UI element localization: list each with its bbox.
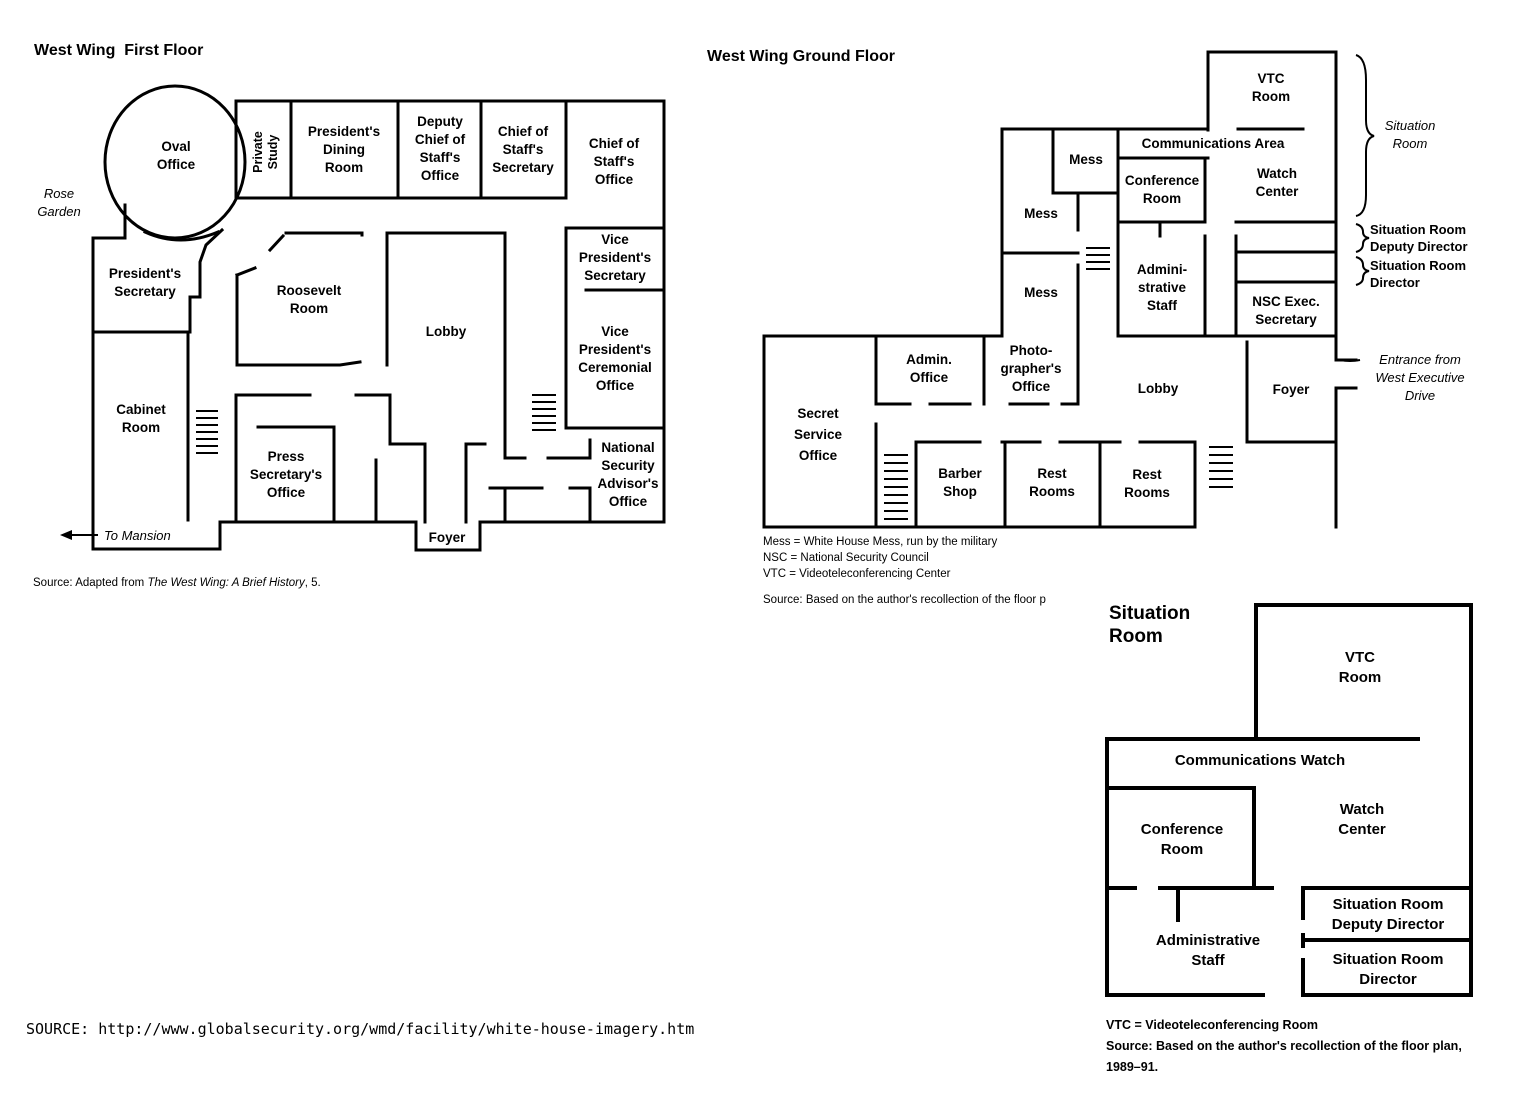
presidents-dining-room-label: President's Dining Room (307, 124, 381, 175)
ground-floor-title: West Wing Ground Floor (707, 48, 895, 65)
entrance-annotation: Entrance from West Executive Drive (1375, 352, 1465, 403)
sr-deputy-director-annotation: Situation Room Deputy Director (1370, 222, 1468, 254)
gf-foyer-label: Foyer (1272, 382, 1310, 397)
cabinet-room-label: Cabinet Room (116, 402, 166, 435)
sr-conference-room-label: Conference Room (1140, 821, 1224, 858)
chief-of-staff-secretary-label: Chief of Staff's Secretary (492, 124, 554, 175)
first-floor-stairs (196, 394, 556, 454)
footer-source-url: SOURCE: http://www.globalsecurity.org/wm… (26, 1020, 695, 1038)
rest-rooms-2-label: Rest Rooms (1124, 467, 1170, 500)
communications-watch-label: Communications Watch (1174, 752, 1346, 769)
gf-legend-nsc: NSC = National Security Council (763, 552, 929, 564)
first-floor-source: Source: Adapted from The West Wing: A Br… (33, 577, 321, 589)
chief-of-staff-office-label: Chief of Staff's Office (588, 136, 640, 187)
photographers-office-label: Photo- grapher's Office (1000, 343, 1062, 394)
situation-room-title: Situation Room (1109, 603, 1191, 647)
vp-secretary-label: Vice President's Secretary (578, 232, 652, 283)
gf-vtc-room-label: VTC Room (1251, 71, 1291, 104)
ground-floor-braces (1339, 54, 1375, 362)
press-secretary-office-label: Press Secretary's Office (249, 449, 323, 500)
ground-floor-stairs (884, 247, 1233, 520)
presidents-secretary-label: President's Secretary (108, 266, 182, 299)
gf-source: Source: Based on the author's recollecti… (763, 594, 1046, 606)
barber-shop-label: Barber Shop (938, 466, 982, 499)
rest-rooms-1-label: Rest Rooms (1029, 466, 1075, 499)
sr-source: Source: Based on the author's recollecti… (1106, 1039, 1462, 1074)
gf-administrative-staff-label: Admini- strative Staff (1136, 262, 1188, 313)
rose-garden-label: Rose Garden (37, 186, 81, 219)
sr-director-annotation: Situation Room Director (1370, 258, 1467, 290)
situation-room-walls (1105, 603, 1473, 997)
communications-area-label: Communications Area (1141, 136, 1285, 151)
situation-room-annotation: Situation Room (1384, 118, 1436, 151)
ground-floor-walls (762, 50, 1358, 529)
first-floor-walls (60, 84, 666, 552)
gf-mess-small-label: Mess (1069, 152, 1103, 167)
to-mansion-label: To Mansion (104, 528, 171, 543)
gf-legend-mess: Mess = White House Mess, run by the mili… (763, 536, 998, 548)
gf-conference-room-label: Conference Room (1124, 173, 1200, 206)
sr-watch-center-label: Watch Center (1338, 801, 1386, 838)
deputy-chief-of-staff-office-label: Deputy Chief of Staff's Office (414, 114, 466, 183)
sr-administrative-staff-label: Administrative Staff (1155, 932, 1261, 969)
gf-lobby-label: Lobby (1137, 381, 1179, 396)
gf-mess-2-label: Mess (1024, 285, 1058, 300)
private-study-label: Private Study (251, 131, 280, 173)
admin-office-label: Admin. Office (906, 352, 952, 385)
oval-office-label: Oval Office (156, 139, 196, 172)
roosevelt-room-label: Roosevelt Room (276, 283, 342, 316)
nsc-exec-secretary-label: NSC Exec. Secretary (1252, 294, 1320, 327)
first-floor-lobby-label: Lobby (425, 324, 467, 339)
nsa-office-label: National Security Advisor's Office (597, 440, 659, 509)
sr-legend: VTC = Videoteleconferencing Room (1106, 1018, 1318, 1032)
sr-deputy-director-label: Situation Room Deputy Director (1331, 896, 1445, 933)
secret-service-office-label: Secret Service Office (793, 406, 843, 463)
gf-mess-1-label: Mess (1024, 206, 1058, 221)
vp-ceremonial-office-label: Vice President's Ceremonial Office (578, 324, 652, 393)
sr-vtc-room-label: VTC Room (1338, 649, 1382, 686)
sr-director-label: Situation Room Director (1332, 951, 1444, 988)
first-floor-title: West Wing First Floor (34, 42, 204, 59)
first-floor-foyer-label: Foyer (428, 530, 466, 545)
gf-legend-vtc: VTC = Videoteleconferencing Center (763, 568, 951, 580)
gf-watch-center-label: Watch Center (1255, 166, 1299, 199)
